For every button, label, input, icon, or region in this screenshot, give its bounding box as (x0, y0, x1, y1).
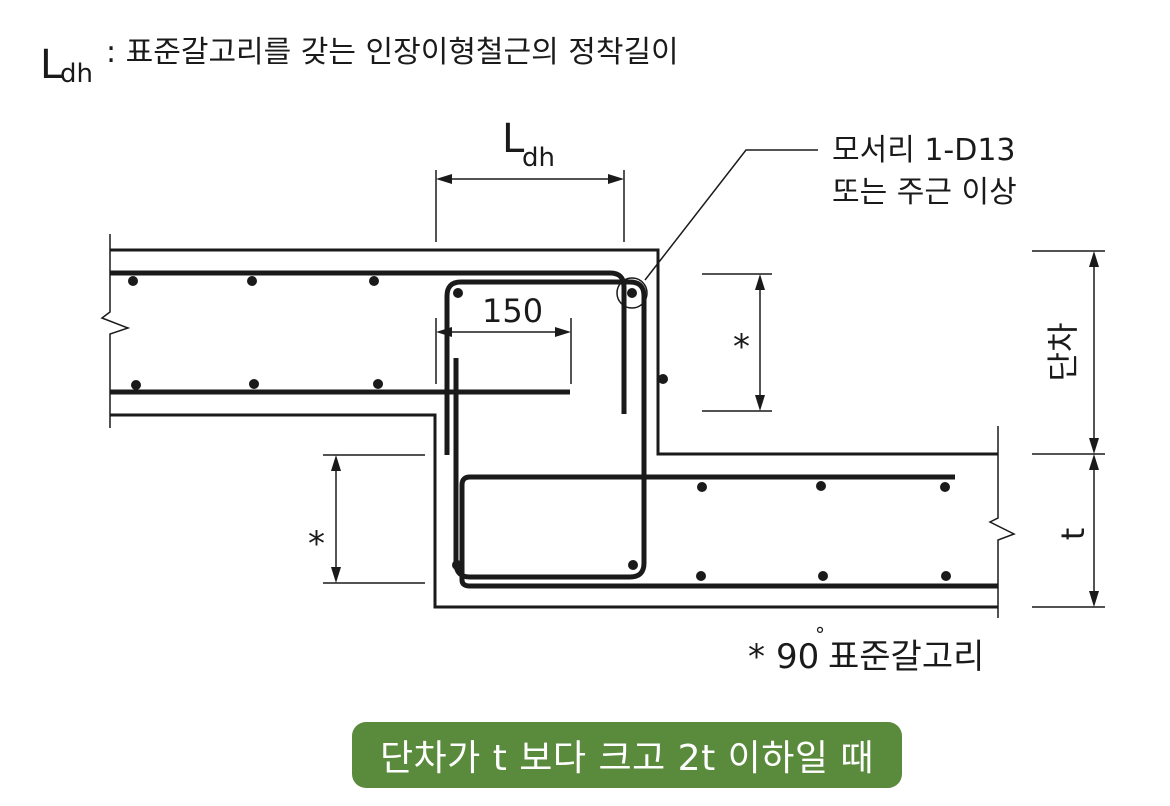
rebar-dot (247, 276, 257, 286)
dim-150-label: 150 (482, 292, 543, 330)
note-star: * (748, 637, 765, 677)
rebar-dot (453, 288, 463, 298)
caption-text: 단차가 t 보다 크고 2t 이하일 때 (379, 738, 875, 779)
arrow-icon (1089, 454, 1099, 470)
slab-bottom-outline (110, 413, 998, 609)
rebar-dot (627, 288, 637, 298)
arrow-icon (1089, 438, 1099, 454)
legend: L dh : 표준갈고리를 갖는 인장이형철근의 정착길이 (40, 35, 679, 89)
rebar-dot (818, 571, 828, 581)
arrow-icon (755, 274, 765, 290)
rebar-dot (249, 379, 259, 389)
thickness-label: t (1054, 528, 1092, 541)
callout-leader (644, 149, 818, 281)
rebar-dot (697, 482, 707, 492)
arrow-icon (608, 174, 624, 184)
rebar-dot (628, 560, 638, 570)
note-angle: 90 (776, 637, 819, 677)
note-text: 표준갈고리 (828, 637, 984, 677)
arrow-icon (1089, 591, 1099, 607)
hook-note: * 90 ° 표준갈고리 (748, 623, 984, 677)
right-break-line (988, 426, 1016, 618)
dimension-labels: L dh 150 * * 단차 t (308, 116, 1092, 564)
concrete-outline (100, 234, 1016, 618)
rebar-dot (696, 571, 706, 581)
corner-callout (616, 149, 818, 309)
ldh-label-sub: dh (522, 143, 555, 173)
legend-description: : 표준갈고리를 갖는 인장이형철근의 정착길이 (106, 35, 679, 70)
arrow-icon (436, 174, 452, 184)
dimension-arrows (331, 174, 1099, 607)
rebar-dot (941, 571, 951, 581)
arrow-icon (1089, 251, 1099, 267)
lower-bars (459, 474, 998, 589)
rebar-dot (369, 276, 379, 286)
arrow-icon (436, 327, 452, 337)
legend-symbol: L (40, 42, 63, 88)
slab-top-outline (110, 248, 998, 456)
ldh-label: L (502, 116, 525, 162)
caption-banner: 단차가 t 보다 크고 2t 이하일 때 (352, 722, 902, 788)
arrow-icon (755, 395, 765, 411)
star-right-label: * (733, 327, 750, 367)
rebar-dot (816, 481, 826, 491)
upper-top-bar (110, 270, 627, 414)
rebar-dot (658, 374, 668, 384)
callout-line1: 모서리 1-D13 (832, 133, 1016, 168)
rebar-dot (373, 379, 383, 389)
left-break-line (100, 234, 131, 428)
corner-stirrup (444, 279, 647, 580)
dimension-lines (323, 170, 1105, 608)
callout-circle (616, 277, 648, 309)
rebar-dot (452, 560, 462, 570)
arrow-icon (555, 327, 571, 337)
legend-symbol-sub: dh (60, 59, 93, 89)
arrow-icon (331, 567, 341, 583)
arrow-icon (331, 455, 341, 471)
note-degree: ° (815, 623, 825, 647)
rebar-dot (131, 380, 141, 390)
rebars (110, 270, 998, 589)
rebar-dot (940, 482, 950, 492)
star-left-label: * (308, 524, 325, 564)
step-label: 단차 (1044, 323, 1082, 382)
callout-line2: 또는 주근 이상 (832, 175, 1017, 210)
rebar-dot (128, 276, 138, 286)
rebar-dots (128, 276, 951, 581)
